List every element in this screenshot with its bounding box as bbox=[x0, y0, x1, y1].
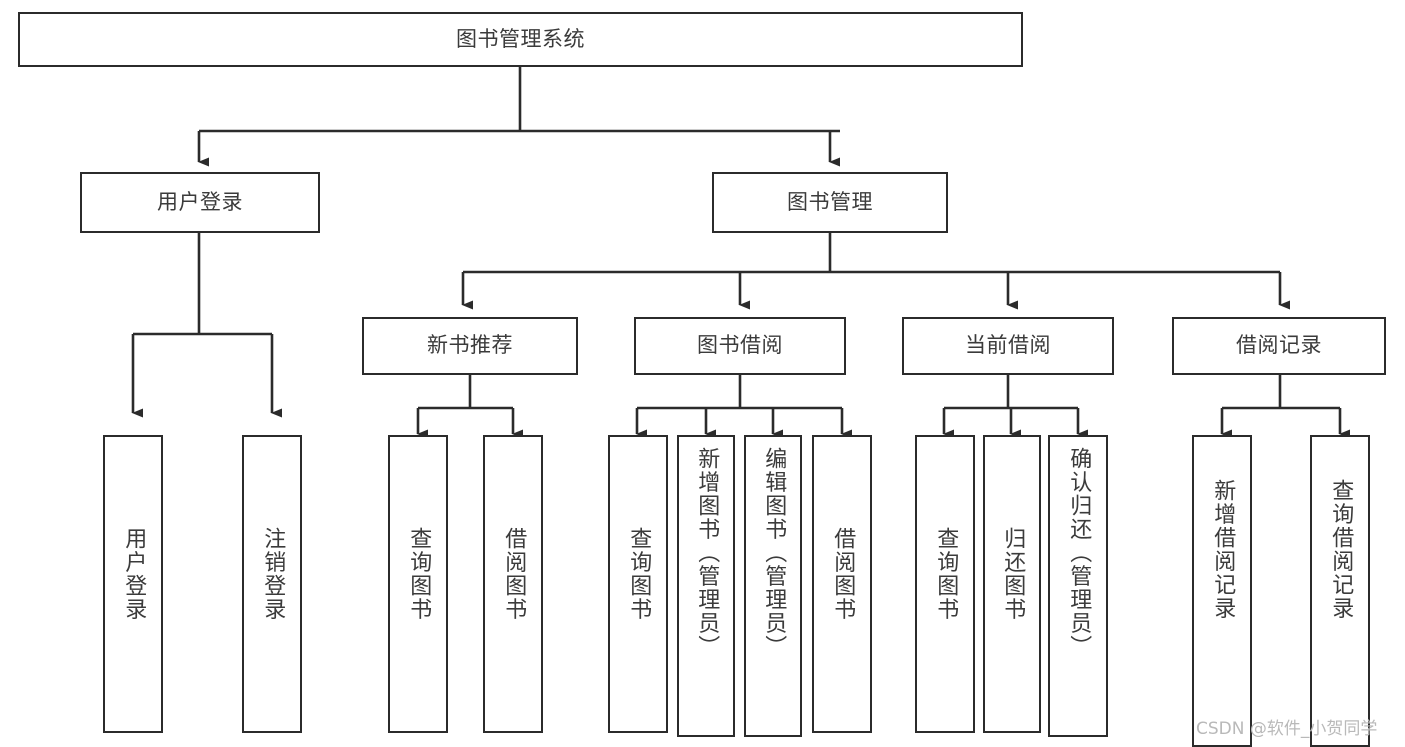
leaf-borrow-book-2[interactable]: 借阅图书 bbox=[812, 435, 872, 733]
node-user-login[interactable]: 用户登录 bbox=[80, 172, 320, 233]
node-book-borrow[interactable]: 图书借阅 bbox=[634, 317, 846, 375]
leaf-query-book-2-label: 查询图书 bbox=[626, 527, 652, 621]
leaf-query-book-1-label: 查询图书 bbox=[406, 527, 432, 621]
node-current-borrow[interactable]: 当前借阅 bbox=[902, 317, 1114, 375]
leaf-return-book-label: 归还图书 bbox=[1000, 527, 1026, 621]
leaf-add-book[interactable]: 新增图书（管理员） bbox=[677, 435, 735, 737]
leaf-add-record[interactable]: 新增借阅记录 bbox=[1192, 435, 1252, 747]
leaf-borrow-book-2-label: 借阅图书 bbox=[830, 527, 856, 621]
node-book-borrow-label: 图书借阅 bbox=[697, 333, 783, 358]
leaf-query-record[interactable]: 查询借阅记录 bbox=[1310, 435, 1370, 747]
leaf-query-book-3[interactable]: 查询图书 bbox=[915, 435, 975, 733]
node-new-book-recommend[interactable]: 新书推荐 bbox=[362, 317, 578, 375]
leaf-add-record-label: 新增借阅记录 bbox=[1210, 479, 1236, 620]
leaf-add-book-label: 新增图书（管理员） bbox=[694, 447, 720, 659]
leaf-borrow-book-1-label: 借阅图书 bbox=[501, 527, 527, 621]
leaf-logout-login[interactable]: 注销登录 bbox=[242, 435, 302, 733]
leaf-user-login[interactable]: 用户登录 bbox=[103, 435, 163, 733]
leaf-confirm-return[interactable]: 确认归还（管理员） bbox=[1048, 435, 1108, 737]
leaf-query-book-1[interactable]: 查询图书 bbox=[388, 435, 448, 733]
node-book-manage[interactable]: 图书管理 bbox=[712, 172, 948, 233]
leaf-query-record-label: 查询借阅记录 bbox=[1328, 479, 1354, 620]
node-root-label: 图书管理系统 bbox=[456, 26, 585, 51]
leaf-return-book[interactable]: 归还图书 bbox=[983, 435, 1041, 733]
leaf-edit-book[interactable]: 编辑图书（管理员） bbox=[744, 435, 802, 737]
leaf-query-book-2[interactable]: 查询图书 bbox=[608, 435, 668, 733]
leaf-borrow-book-1[interactable]: 借阅图书 bbox=[483, 435, 543, 733]
leaf-confirm-return-label: 确认归还（管理员） bbox=[1066, 447, 1092, 659]
node-user-login-label: 用户登录 bbox=[157, 189, 243, 214]
node-book-manage-label: 图书管理 bbox=[787, 189, 873, 214]
leaf-logout-login-label: 注销登录 bbox=[260, 527, 286, 621]
node-borrow-record-label: 借阅记录 bbox=[1236, 333, 1322, 358]
csdn-watermark: CSDN @软件_小贺同学 bbox=[1196, 719, 1378, 739]
node-root[interactable]: 图书管理系统 bbox=[18, 12, 1023, 67]
node-new-book-recommend-label: 新书推荐 bbox=[427, 333, 513, 358]
leaf-query-book-3-label: 查询图书 bbox=[933, 527, 959, 621]
node-current-borrow-label: 当前借阅 bbox=[965, 333, 1051, 358]
node-borrow-record[interactable]: 借阅记录 bbox=[1172, 317, 1386, 375]
leaf-edit-book-label: 编辑图书（管理员） bbox=[761, 447, 787, 659]
leaf-user-login-label: 用户登录 bbox=[121, 527, 147, 621]
